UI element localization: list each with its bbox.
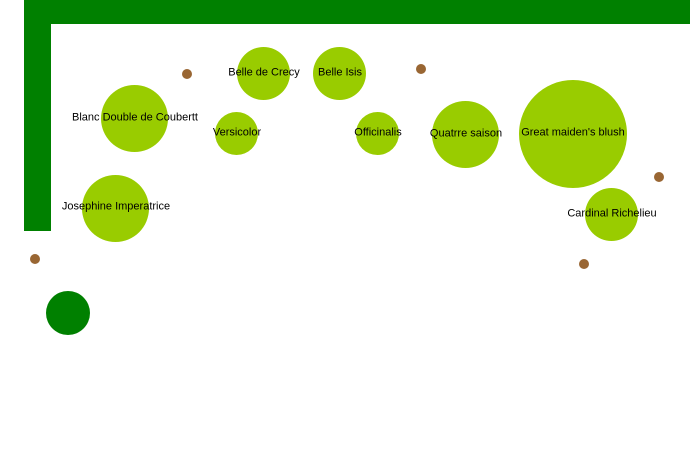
post-marker[interactable] — [30, 254, 40, 264]
rose-label-belle-de-crecy: Belle de Crecy — [228, 66, 300, 79]
rose-bush-josephine[interactable] — [82, 175, 149, 242]
rose-label-quatrre-saison: Quatrre saison — [429, 127, 503, 140]
rose-bush-great-maidens-blush[interactable] — [519, 80, 627, 188]
rose-bush-belle-isis[interactable] — [313, 47, 366, 100]
rose-bush-blanc-double[interactable] — [101, 85, 168, 152]
rose-label-officinalis: Officinalis — [354, 126, 402, 139]
rose-bush-quatrre-saison[interactable] — [432, 101, 499, 168]
rose-label-versicolor: Versicolor — [212, 126, 262, 139]
rose-bush-cardinal-richelieu[interactable] — [585, 188, 638, 241]
hedge-left — [24, 0, 51, 231]
post-marker[interactable] — [579, 259, 589, 269]
rose-label-cardinal-richelieu: Cardinal Richelieu — [567, 207, 657, 220]
post-marker[interactable] — [654, 172, 664, 182]
rose-label-blanc-double: Blanc Double de Coubertt — [72, 111, 198, 124]
rose-label-belle-isis: Belle Isis — [317, 66, 363, 79]
rose-bush-versicolor[interactable] — [215, 112, 258, 155]
post-marker[interactable] — [416, 64, 426, 74]
rose-label-josephine: Josephine Imperatrice — [61, 200, 171, 213]
rose-bush-belle-de-crecy[interactable] — [237, 47, 290, 100]
rose-bush-officinalis[interactable] — [356, 112, 399, 155]
post-marker[interactable] — [182, 69, 192, 79]
rose-label-great-maidens-blush: Great maiden's blush — [521, 126, 625, 139]
hedge-top — [24, 0, 690, 24]
tree-marker[interactable] — [46, 291, 90, 335]
